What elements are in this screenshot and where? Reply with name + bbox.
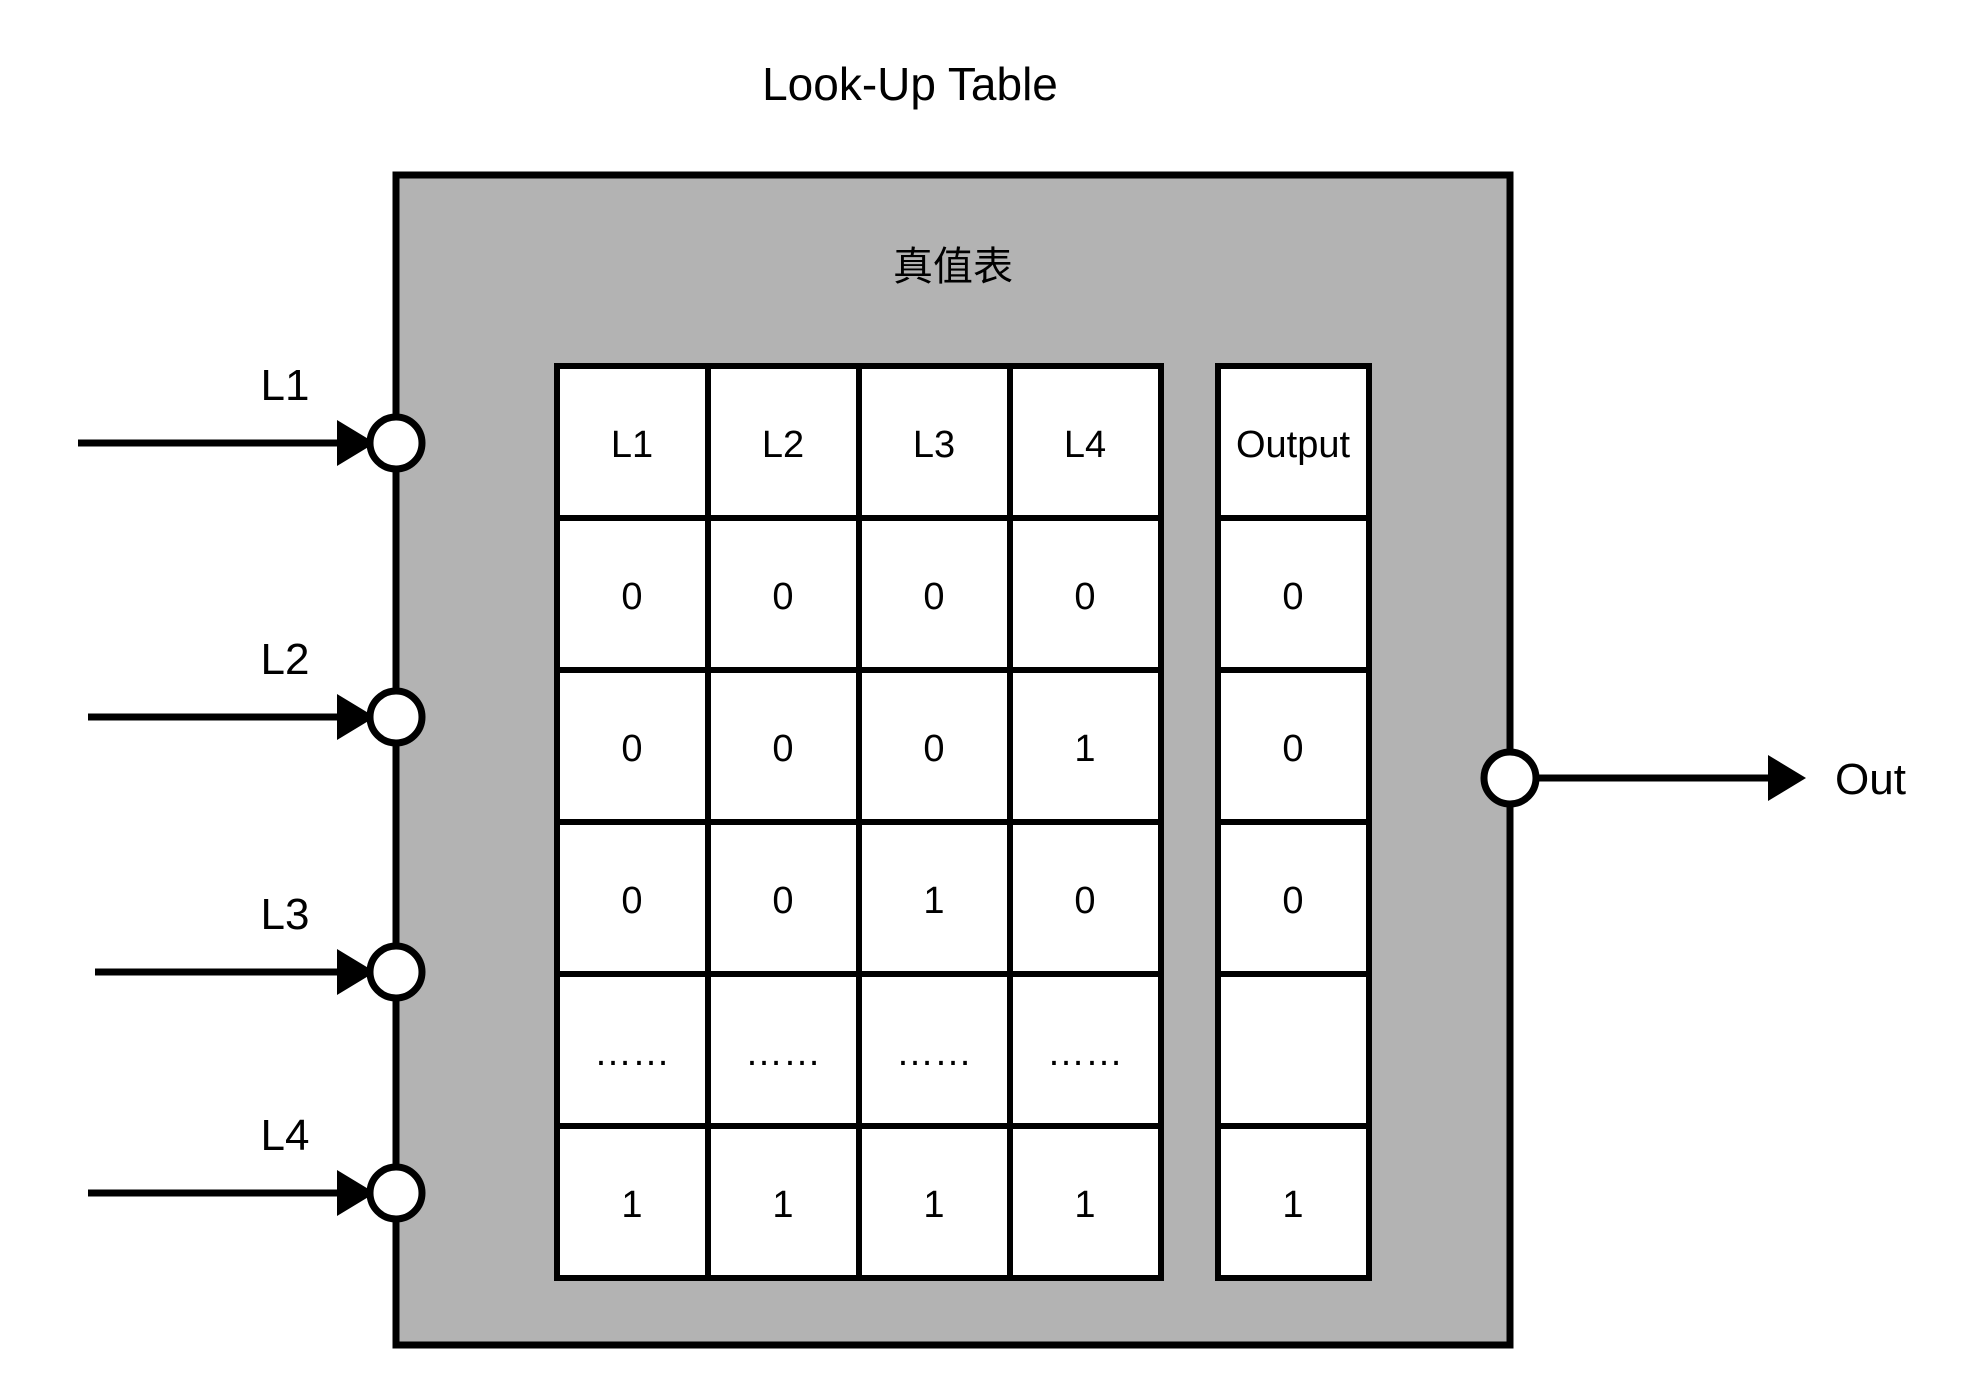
table-cell-value: 0 [1074, 576, 1095, 618]
input-group-l1[interactable]: L1 [78, 361, 426, 473]
table-cell [705, 1123, 862, 1281]
table-cell-value: 0 [1282, 728, 1303, 770]
table-cell [1007, 971, 1164, 1129]
table-cell-value: 0 [923, 576, 944, 618]
table-cell-value: 0 [621, 880, 642, 922]
arrow-right-icon [337, 1170, 375, 1216]
input-port-circle-l2[interactable] [366, 687, 426, 747]
input-group-l4[interactable]: L4 [88, 1111, 426, 1223]
table-cell-value: 0 [772, 728, 793, 770]
table-cell-ellipsis: …… [745, 1032, 821, 1074]
table-cell [1215, 971, 1372, 1129]
input-label-l1: L1 [261, 361, 310, 410]
table-cell-value: 1 [1282, 1184, 1303, 1226]
output-label: Out [1835, 755, 1906, 804]
output-port-circle[interactable] [1480, 748, 1540, 808]
truth-table-caption: 真值表 [893, 244, 1013, 290]
table-cell-value: 0 [772, 880, 793, 922]
table-cell [1215, 1123, 1372, 1281]
input-port-circle-l4[interactable] [366, 1163, 426, 1223]
arrow-right-icon [1768, 755, 1806, 801]
table-cell-value: 1 [621, 1184, 642, 1226]
table-header-label: Output [1236, 424, 1351, 466]
table-header-label: L2 [762, 424, 804, 466]
input-label-l2: L2 [261, 635, 310, 684]
table-cell [1007, 819, 1164, 977]
input-label-l4: L4 [261, 1111, 310, 1160]
table-cell [705, 667, 862, 825]
table-cell [1007, 667, 1164, 825]
table-cell [554, 1123, 711, 1281]
arrow-right-icon [337, 694, 375, 740]
table-cell-ellipsis: …… [594, 1032, 670, 1074]
table-cell [705, 515, 862, 673]
truth-table-input-grid: L1 L2 L3 L4 0 0 0 0 0 0 0 1 [554, 363, 1164, 1281]
table-cell-value: 1 [923, 1184, 944, 1226]
table-cell-value: 0 [1074, 880, 1095, 922]
table-cell-value: 1 [923, 880, 944, 922]
table-cell [1007, 1123, 1164, 1281]
input-port-circle-l3[interactable] [366, 942, 426, 1002]
table-cell-value: 1 [1074, 1184, 1095, 1226]
table-cell [554, 971, 711, 1129]
table-header-label: L4 [1064, 424, 1106, 466]
table-cell-value: 1 [1074, 728, 1095, 770]
arrow-right-icon [337, 420, 375, 466]
table-cell-value: 1 [772, 1184, 793, 1226]
table-header-cell [1215, 363, 1372, 521]
table-cell-value: 0 [621, 728, 642, 770]
arrow-right-icon [337, 949, 375, 995]
input-group-l3[interactable]: L3 [95, 890, 426, 1002]
table-cell-value: 0 [621, 576, 642, 618]
table-header-label: L1 [611, 424, 653, 466]
input-port-circle-l1[interactable] [366, 413, 426, 473]
table-cell-ellipsis: …… [1047, 1032, 1123, 1074]
page-title: Look-Up Table [762, 58, 1058, 110]
input-group-l2[interactable]: L2 [88, 635, 426, 747]
table-cell [1007, 515, 1164, 673]
table-cell-value: 0 [772, 576, 793, 618]
output-group[interactable]: Out [1480, 748, 1906, 808]
table-cell-value: 0 [1282, 880, 1303, 922]
table-header-label: L3 [913, 424, 955, 466]
table-cell [856, 819, 1013, 977]
table-cell-value: 0 [1282, 576, 1303, 618]
table-cell-value: 0 [923, 728, 944, 770]
table-cell [1215, 667, 1372, 825]
table-cell [1215, 819, 1372, 977]
table-cell-ellipsis: …… [896, 1032, 972, 1074]
input-label-l3: L3 [261, 890, 310, 939]
truth-table-output-grid: Output 0 0 0 1 [1215, 363, 1372, 1281]
